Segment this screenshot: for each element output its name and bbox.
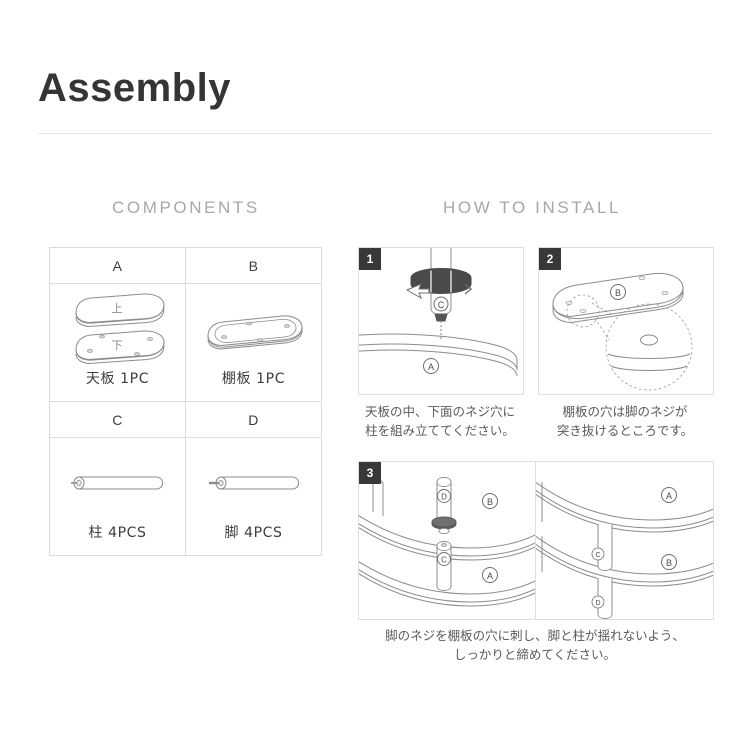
svg-text:下: 下 <box>111 339 122 352</box>
svg-text:B: B <box>615 288 621 298</box>
component-d-illustration <box>186 444 321 522</box>
component-cell-d: 脚 4PCS <box>185 437 322 556</box>
component-cell-a: 上 下 天板 1PC <box>49 283 186 402</box>
components-table: A B 上 下 <box>49 247 322 556</box>
svg-text:B: B <box>487 497 493 507</box>
table-row-parts-cd: 柱 4PCS 脚 4PCS <box>49 437 322 556</box>
svg-text:A: A <box>666 491 672 501</box>
svg-text:上: 上 <box>111 302 122 315</box>
component-letter-b: B <box>185 247 322 284</box>
step-2-badge: 2 <box>539 248 561 270</box>
step-3-divider <box>535 462 536 619</box>
table-row-parts-ab: 上 下 天板 1PC <box>49 283 322 402</box>
install-step-3-panel: 3 D <box>358 461 714 620</box>
component-c-illustration <box>50 444 185 522</box>
header-divider <box>38 133 712 134</box>
page-title: Assembly <box>38 66 231 110</box>
svg-text:A: A <box>428 362 434 372</box>
install-step-1-panel: 1 C A <box>358 247 524 395</box>
component-cell-c: 柱 4PCS <box>49 437 186 556</box>
svg-text:D: D <box>595 600 600 607</box>
components-section-heading: COMPONENTS <box>112 198 260 217</box>
component-c-label: 柱 4PCS <box>88 525 147 541</box>
step-2-caption: 棚板の穴は脚のネジが 突き抜けるところです。 <box>556 404 694 439</box>
component-b-label: 棚板 1PC <box>221 371 286 387</box>
svg-text:B: B <box>666 558 672 568</box>
table-row-letters-cd: C D <box>49 401 322 438</box>
component-a-illustration: 上 下 <box>50 290 185 368</box>
svg-text:D: D <box>441 493 447 502</box>
component-letter-c: C <box>49 401 186 438</box>
component-b-illustration <box>186 290 321 368</box>
table-row-letters-ab: A B <box>49 247 322 284</box>
svg-text:C: C <box>438 300 445 310</box>
install-step-2-panel: 2 B <box>538 247 714 395</box>
svg-text:A: A <box>487 571 493 581</box>
component-cell-b: 棚板 1PC <box>185 283 322 402</box>
svg-text:C: C <box>441 556 447 565</box>
step-1-badge: 1 <box>359 248 381 270</box>
step-3-caption: 脚のネジを棚板の穴に刺し、脚と柱が揺れないよう、 しっかりと締めてください。 <box>385 628 685 663</box>
component-letter-d: D <box>185 401 322 438</box>
component-d-label: 脚 4PCS <box>224 525 283 541</box>
install-section-heading: HOW TO INSTALL <box>443 198 622 217</box>
component-letter-a: A <box>49 247 186 284</box>
svg-text:C: C <box>595 552 600 559</box>
step-3-badge: 3 <box>359 462 381 484</box>
component-a-label: 天板 1PC <box>85 371 150 387</box>
step-1-caption: 天板の中、下面のネジ穴に 柱を組み立ててください。 <box>364 404 515 439</box>
